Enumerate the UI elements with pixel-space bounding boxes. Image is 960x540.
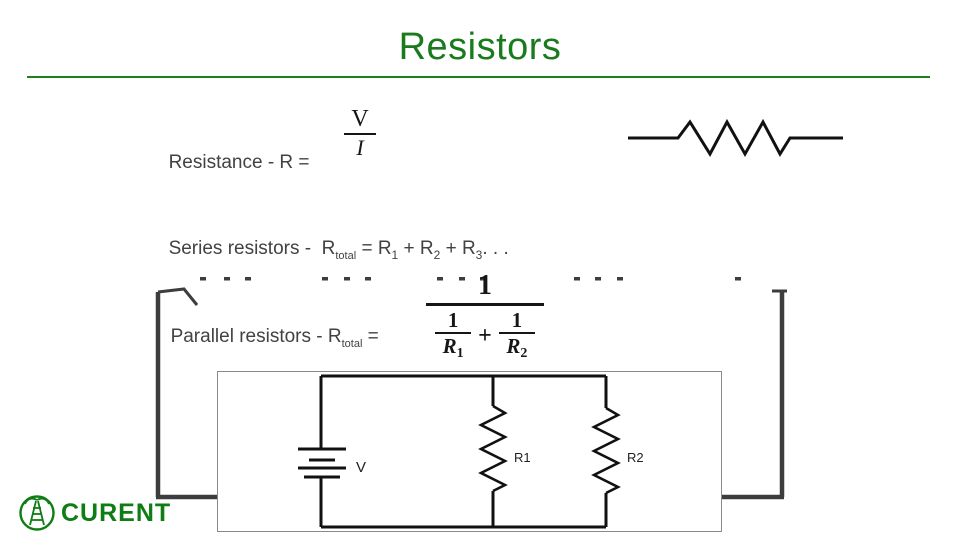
curent-logo-text: CURENT — [61, 498, 172, 527]
plus-sign: + — [478, 322, 492, 349]
parallel-circuit-diagram: V R1 R2 — [298, 374, 644, 529]
r2-frac-den: R2 — [506, 335, 527, 365]
resistance-line: Resistance - R = — [158, 130, 310, 174]
r2-frac-bar — [498, 332, 535, 334]
series-sub-1: 1 — [391, 248, 399, 262]
parallel-eq: = — [362, 326, 379, 347]
parallel-fraction-bar — [426, 303, 544, 306]
fraction-bar — [344, 133, 376, 135]
r1-frac-bar — [435, 332, 472, 334]
one-over-r2: 1 R2 — [498, 308, 535, 365]
resistance-label: Resistance - R = — [168, 152, 310, 173]
r1-frac-num: 1 — [447, 308, 459, 332]
series-plus-a: + R — [398, 238, 434, 259]
parallel-fraction-numerator: 1 — [478, 270, 492, 301]
r2-subscript: 2 — [520, 346, 528, 361]
parallel-fraction: 1 1 R1 + 1 R2 — [426, 271, 544, 365]
transmission-tower-icon — [19, 495, 55, 531]
r2-frac-num: 1 — [511, 308, 523, 332]
series-plus-b: + R — [440, 238, 476, 259]
series-label: Series resistors - R — [168, 238, 336, 259]
resistor-zigzag-icon — [628, 118, 843, 158]
title-divider — [27, 76, 930, 78]
series-sub-total: total — [335, 250, 357, 262]
page-title: Resistors — [398, 26, 562, 68]
parallel-fraction-denominator: 1 R1 + 1 R2 — [435, 309, 535, 365]
series-sub-2: 2 — [433, 248, 441, 262]
parallel-sub-total: total — [341, 338, 363, 350]
resistor1-label: R1 — [514, 450, 531, 465]
parallel-circuit-figure: V R1 R2 — [217, 371, 722, 532]
battery-icon — [298, 447, 346, 479]
series-line: Series resistors - Rtotal = R1 + R2 + R3… — [158, 216, 509, 262]
resistor-r2-zigzag — [591, 406, 621, 495]
battery-label: V — [356, 459, 366, 476]
parallel-label: Parallel resistors - R — [170, 326, 342, 347]
fraction-numerator: V — [351, 106, 369, 132]
r1-subscript: 1 — [456, 346, 464, 361]
r1-frac-den: R1 — [443, 335, 464, 365]
one-over-r1: 1 R1 — [435, 308, 472, 365]
series-dots: . . . — [482, 238, 509, 259]
fraction-denominator: I — [356, 135, 364, 160]
series-sub-3: 3 — [475, 248, 483, 262]
resistor-peak-dots — [200, 277, 741, 281]
r1-symbol: R — [442, 334, 457, 358]
series-eq: = R — [356, 238, 392, 259]
resistance-fraction: V I — [344, 106, 376, 160]
resistor2-label: R2 — [627, 450, 644, 465]
curent-logo: CURENT — [16, 492, 171, 534]
r2-symbol: R — [506, 334, 521, 358]
resistor-r1-zigzag — [478, 404, 508, 493]
parallel-line: Parallel resistors - Rtotal = — [160, 304, 379, 350]
